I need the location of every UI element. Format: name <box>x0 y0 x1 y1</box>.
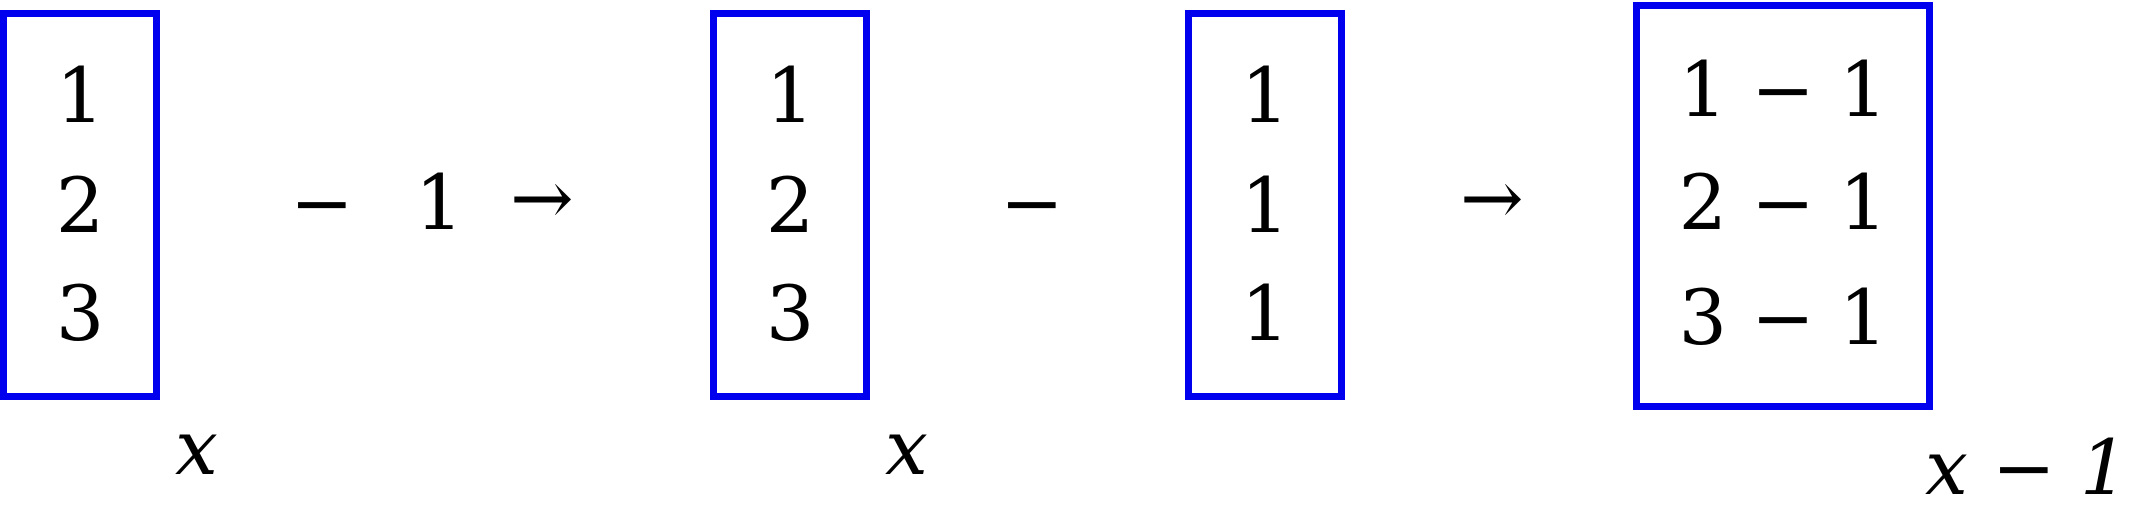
result-entry: 1 − 1 <box>1678 45 1888 134</box>
result-entry: 3 − 1 <box>1678 273 1888 362</box>
vector-ones-entry: 1 <box>1240 269 1290 358</box>
vector-x-box-2 <box>710 10 870 400</box>
vector-x-entry: 2 <box>55 161 105 250</box>
vector-x-entry: 2 <box>765 161 815 250</box>
vector-x-label-2: x <box>885 403 928 492</box>
vector-ones-entry: 1 <box>1240 51 1290 140</box>
vector-x-entry: 1 <box>765 51 815 140</box>
vector-x-entry: 1 <box>55 51 105 140</box>
vector-ones-box <box>1185 10 1345 400</box>
minus-operator-2: − <box>1000 158 1064 247</box>
scalar-one: 1 <box>415 158 464 247</box>
minus-operator: − <box>290 158 354 247</box>
result-vector-box <box>1633 2 1933 410</box>
vector-x-entry: 3 <box>55 269 105 358</box>
vector-ones-entry: 1 <box>1240 161 1290 250</box>
arrow-icon: → <box>510 153 574 242</box>
vector-x-label: x <box>175 403 218 492</box>
result-label-text: x − 1 <box>1925 423 2129 512</box>
result-entry: 2 − 1 <box>1678 158 1888 247</box>
result-label: x − 1 <box>1925 430 2128 506</box>
arrow-icon-2: → <box>1460 153 1524 242</box>
vector-x-entry: 3 <box>765 269 815 358</box>
vector-x-box <box>0 10 160 400</box>
